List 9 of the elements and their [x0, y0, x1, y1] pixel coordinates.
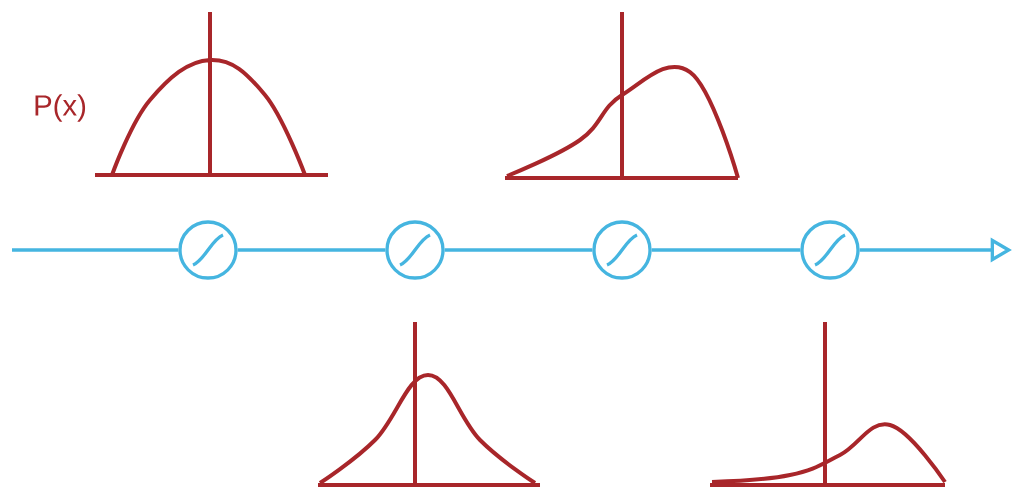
neuron-circle [800, 220, 860, 280]
axis-label: P(x) [35, 94, 86, 122]
neuron-circle [592, 220, 652, 280]
connector-line [651, 248, 801, 252]
neuron-circle [178, 220, 238, 280]
neuron-circle [385, 220, 445, 280]
connector-line [12, 248, 179, 252]
connector-line [237, 248, 386, 252]
connector-line [444, 248, 593, 252]
